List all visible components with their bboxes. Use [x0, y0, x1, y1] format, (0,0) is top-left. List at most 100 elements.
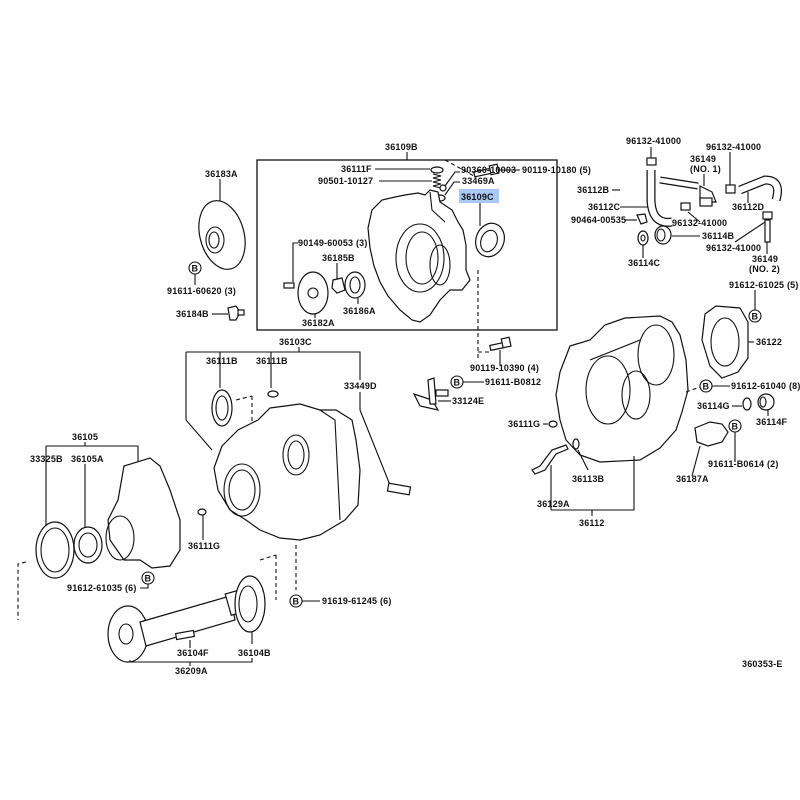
- label-91611-B0812[interactable]: 91611-B0812: [485, 377, 541, 387]
- oil-seal-33325B: [35, 521, 75, 579]
- bolt-90119-10390: [489, 336, 512, 352]
- transfer-case-center: [213, 403, 361, 541]
- label-91612-61035[interactable]: 91612-61035 (6): [67, 583, 137, 593]
- label-36104F[interactable]: 36104F: [177, 648, 209, 658]
- label-36112C[interactable]: 36112C: [588, 202, 621, 212]
- clamp-96132-a: [646, 157, 657, 166]
- label-36129A[interactable]: 36129A: [537, 499, 570, 509]
- gasket-36114G: [742, 397, 752, 411]
- plug-36111B: [267, 390, 279, 398]
- label-90360-10003[interactable]: 90360-10003: [461, 165, 516, 175]
- label-96132-41000-c[interactable]: 96132-41000: [672, 218, 727, 228]
- label-36103C[interactable]: 36103C: [279, 337, 312, 347]
- clamp-96132-d: [762, 211, 773, 220]
- label-36111F[interactable]: 36111F: [341, 164, 372, 174]
- union-36149-no1: [699, 185, 717, 207]
- marker-b-91611-B0812: B: [450, 375, 464, 389]
- label-36109C[interactable]: 36109C: [461, 192, 494, 202]
- seal-36105A: [73, 526, 103, 564]
- label-36114C[interactable]: 36114C: [628, 258, 661, 268]
- label-90119-10390[interactable]: 90119-10390 (4): [470, 363, 539, 373]
- label-36187A[interactable]: 36187A: [676, 474, 709, 484]
- plate-36182A: [297, 271, 329, 315]
- gasket-36114C: [637, 230, 649, 246]
- label-36111B-a[interactable]: 36111B: [206, 356, 238, 366]
- hose-36112B: [619, 176, 651, 190]
- part-36186A: [344, 271, 366, 299]
- hose-36112C: [646, 170, 673, 227]
- label-36105[interactable]: 36105: [72, 432, 98, 442]
- clamp-96132-c: [680, 202, 691, 211]
- highlight-36109C: [459, 189, 499, 203]
- label-96132-41000-b[interactable]: 96132-41000: [706, 142, 761, 152]
- label-91611-B0614[interactable]: 91611-B0614 (2): [708, 459, 779, 469]
- pin-36111G-left: [197, 508, 207, 516]
- label-36109B[interactable]: 36109B: [385, 142, 418, 152]
- label-90119-10180[interactable]: 90119-10180 (5): [522, 165, 591, 175]
- retainer-36122: [701, 305, 749, 379]
- oil-seal-36111B: [211, 389, 233, 427]
- marker-b-91612-61025: B: [748, 309, 762, 323]
- plate-33449D: [386, 482, 412, 496]
- label-33469A[interactable]: 33469A: [462, 176, 495, 186]
- hose-middle: [659, 176, 699, 190]
- label-91612-61040[interactable]: 91612-61040 (8): [731, 381, 800, 391]
- bolt-90119-10180: [473, 163, 500, 178]
- label-36209A[interactable]: 36209A: [175, 666, 208, 676]
- label-36114B[interactable]: 36114B: [702, 231, 735, 241]
- label-36185B[interactable]: 36185B: [322, 253, 355, 263]
- label-36149-no2[interactable]: 36149: [752, 254, 778, 264]
- label-36111B-b[interactable]: 36111B: [256, 356, 288, 366]
- clip-90464-00535: [636, 213, 648, 225]
- sensor-36184B: [227, 305, 245, 321]
- label-91611-60620[interactable]: 91611-60620 (3): [167, 286, 236, 296]
- svg-text:B: B: [732, 422, 739, 432]
- oil-seal-36104B: [234, 575, 266, 633]
- label-36186A[interactable]: 36186A: [343, 306, 376, 316]
- plug-36111F: [430, 166, 444, 189]
- marker-b-91612-61035: B: [141, 571, 155, 585]
- label-36183A[interactable]: 36183A: [205, 169, 238, 179]
- label-36111G-left[interactable]: 36111G: [188, 541, 220, 551]
- breather-36149-no2: [764, 219, 771, 243]
- label-36104B[interactable]: 36104B: [238, 648, 271, 658]
- svg-text:B: B: [293, 597, 300, 607]
- label-90149-60053[interactable]: 90149-60053 (3): [298, 238, 368, 248]
- label-33124E[interactable]: 33124E: [452, 396, 484, 406]
- hose-36112D: [738, 175, 783, 202]
- label-96132-41000-a[interactable]: 96132-41000: [626, 136, 681, 146]
- label-36149-no1-sub[interactable]: (NO. 1): [690, 164, 721, 174]
- label-36114F[interactable]: 36114F: [756, 417, 788, 427]
- plug-36114F: [757, 393, 775, 411]
- label-36149-no1[interactable]: 36149: [690, 154, 716, 164]
- label-36111G-right[interactable]: 36111G: [508, 419, 540, 429]
- svg-text:B: B: [145, 574, 152, 584]
- label-91612-61025[interactable]: 91612-61025 (5): [729, 280, 799, 290]
- label-91619-61245[interactable]: 91619-61245 (6): [322, 596, 392, 606]
- label-90464-00535[interactable]: 90464-00535: [571, 215, 626, 225]
- output-flange-36209A: [107, 590, 244, 663]
- label-36149-no2-sub[interactable]: (NO. 2): [749, 264, 780, 274]
- label-96132-41000-d[interactable]: 96132-41000: [706, 243, 761, 253]
- label-33449D[interactable]: 33449D: [344, 381, 377, 391]
- label-36112B[interactable]: 36112B: [577, 185, 610, 195]
- ball-90360-10003: [439, 184, 447, 192]
- svg-text:B: B: [752, 312, 759, 322]
- label-36184B[interactable]: 36184B: [176, 309, 209, 319]
- part-36185B: [331, 277, 346, 294]
- label-36113B[interactable]: 36113B: [572, 474, 605, 484]
- svg-text:B: B: [703, 382, 710, 392]
- oil-seal-36109C: [475, 222, 505, 258]
- marker-b-91611-B0614: B: [728, 419, 742, 433]
- label-36122[interactable]: 36122: [756, 337, 782, 347]
- label-36182A[interactable]: 36182A: [302, 318, 335, 328]
- label-36112D[interactable]: 36112D: [732, 202, 765, 212]
- retainer-36183A: [198, 200, 246, 270]
- svg-text:B: B: [454, 378, 461, 388]
- screw-90149-60053: [283, 282, 295, 289]
- marker-b-91612-61040: B: [699, 379, 713, 393]
- label-90501-10127[interactable]: 90501-10127: [318, 176, 373, 186]
- label-36114G[interactable]: 36114G: [697, 401, 730, 411]
- label-36112[interactable]: 36112: [579, 518, 605, 528]
- label-36105A[interactable]: 36105A: [71, 454, 104, 464]
